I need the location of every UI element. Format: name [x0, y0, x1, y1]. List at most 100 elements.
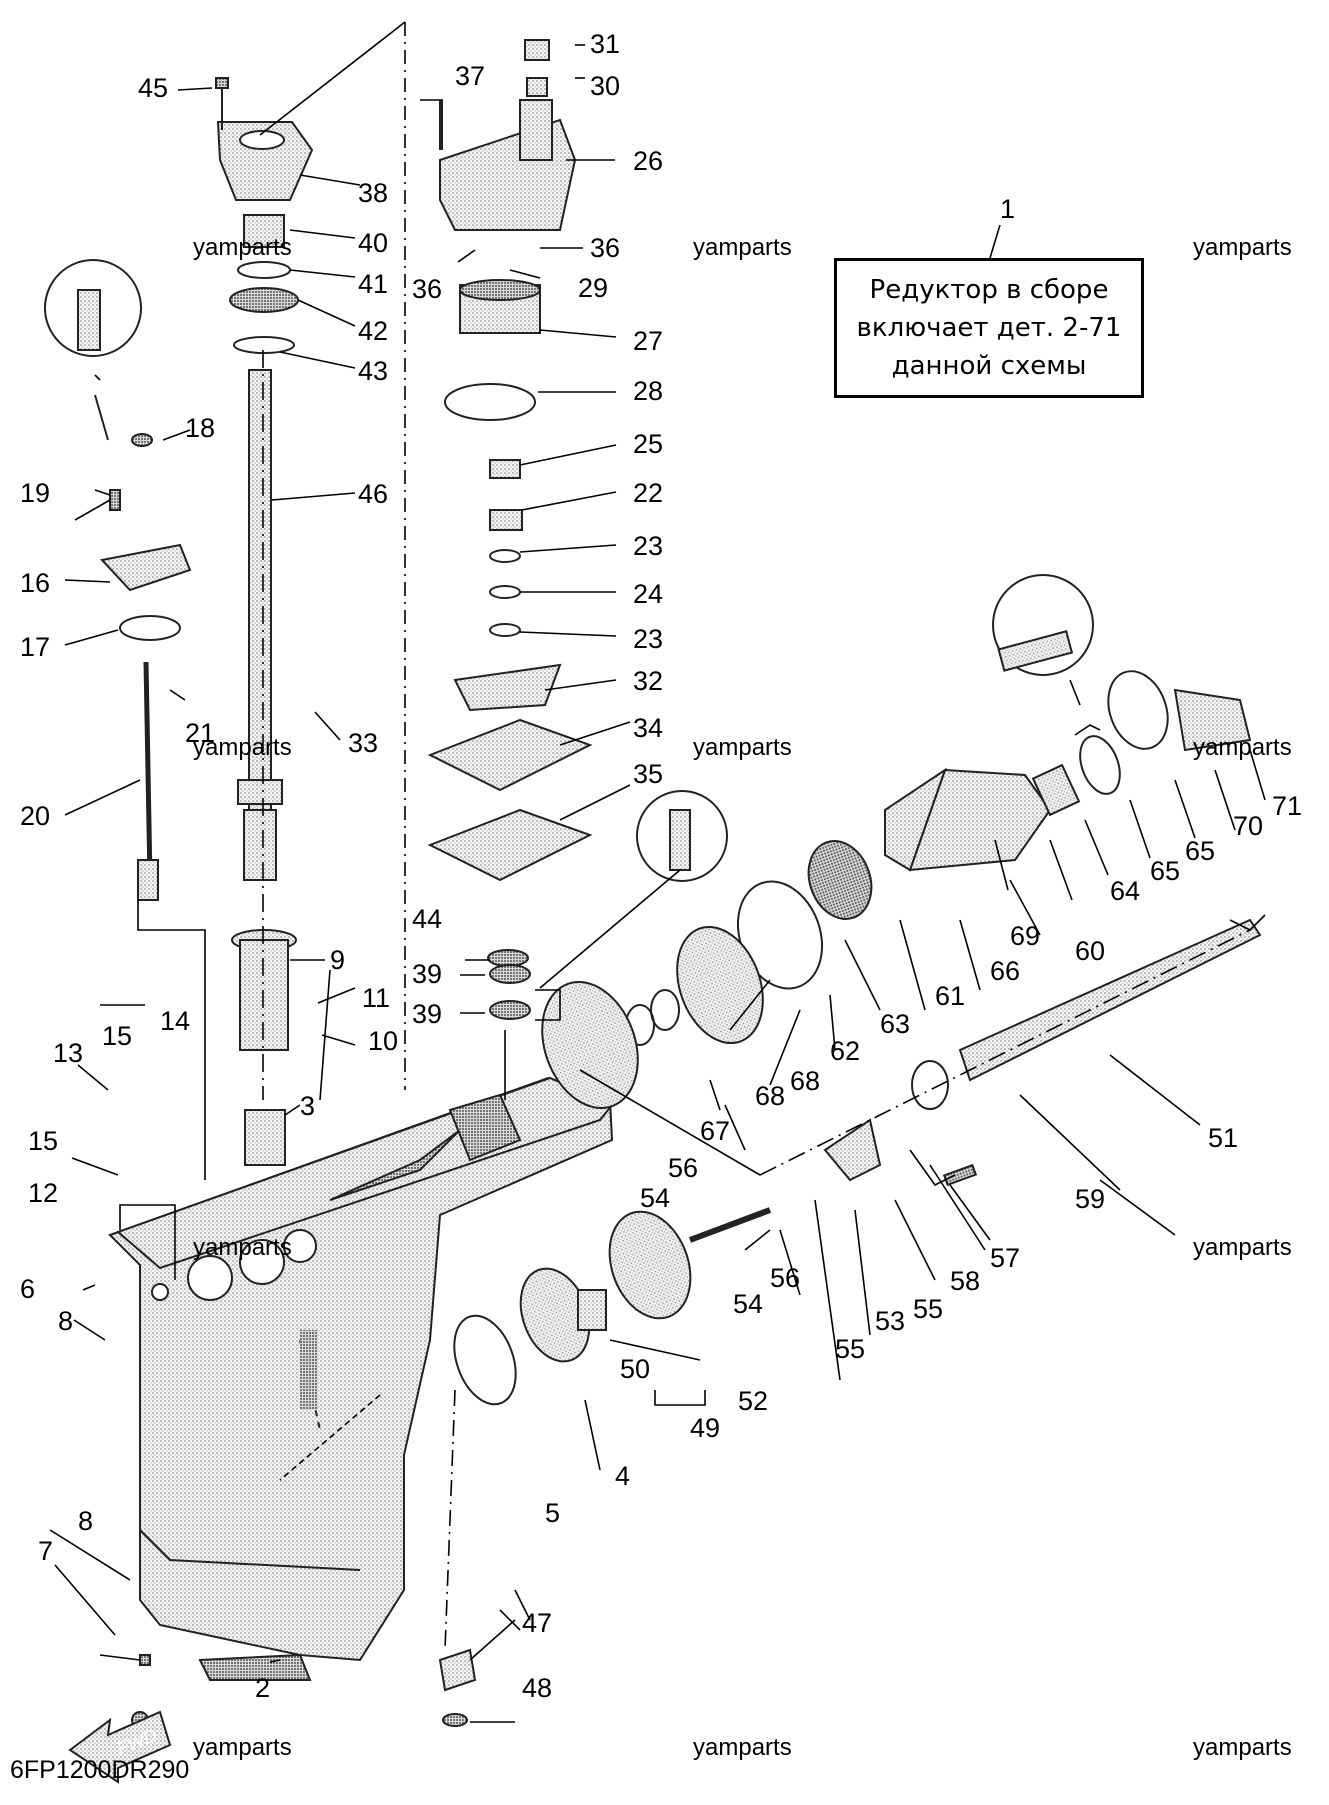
callout-51: 51 — [1208, 1123, 1238, 1153]
callout-53: 53 — [875, 1306, 905, 1336]
callout-49: 49 — [690, 1413, 720, 1443]
callout-27: 27 — [633, 326, 663, 356]
callout-44: 44 — [412, 904, 442, 934]
callout-54a: 54 — [640, 1183, 670, 1213]
callout-12: 12 — [28, 1178, 58, 1208]
callout-50: 50 — [620, 1354, 650, 1384]
callout-9: 9 — [330, 945, 345, 975]
callout-10: 10 — [368, 1026, 398, 1056]
callout-66: 66 — [990, 956, 1020, 986]
callout-20: 20 — [20, 801, 50, 831]
callout-56a: 56 — [668, 1153, 698, 1183]
propeller-shaft-group — [131, 670, 1262, 1729]
watermark-text: yamparts — [193, 234, 292, 261]
callout-15b: 15 — [28, 1126, 58, 1156]
callout-23b: 23 — [633, 624, 663, 654]
callout-14: 14 — [160, 1006, 190, 1036]
callout-52: 52 — [738, 1386, 768, 1416]
callout-45: 45 — [138, 73, 168, 103]
callout-37: 37 — [455, 61, 485, 91]
callout-58: 58 — [950, 1266, 980, 1296]
callout-28: 28 — [633, 376, 663, 406]
callout-18: 18 — [185, 413, 215, 443]
callout-7: 7 — [38, 1536, 53, 1566]
callout-71: 71 — [1272, 791, 1302, 821]
callout-24: 24 — [633, 579, 663, 609]
drive-shaft-group — [215, 77, 314, 1166]
callout-59: 59 — [1075, 1184, 1105, 1214]
callout-62: 62 — [830, 1036, 860, 1066]
callout-60: 60 — [1075, 936, 1105, 966]
callout-5: 5 — [545, 1498, 560, 1528]
callout-65a: 65 — [1150, 856, 1180, 886]
water-pump-group — [427, 39, 593, 1020]
callout-63: 63 — [880, 1009, 910, 1039]
watermark-text: yamparts — [1193, 234, 1292, 261]
callout-21: 21 — [185, 718, 215, 748]
callout-4: 4 — [615, 1461, 630, 1491]
callout-39b: 39 — [412, 999, 442, 1029]
watermark-text: yamparts — [1193, 1234, 1292, 1261]
callout-55a: 55 — [835, 1334, 865, 1364]
callout-29: 29 — [578, 273, 608, 303]
callout-54b: 54 — [733, 1289, 763, 1319]
note-line: данной схемы — [891, 351, 1087, 381]
watermark-text: yamparts — [193, 1234, 292, 1261]
callout-40: 40 — [358, 228, 388, 258]
watermark-text: yamparts — [693, 734, 792, 761]
callout-6: 6 — [20, 1274, 35, 1304]
callout-34: 34 — [633, 713, 663, 743]
detail-circles — [636, 574, 1094, 882]
callout-67: 67 — [700, 1116, 730, 1146]
callout-38: 38 — [358, 178, 388, 208]
callout-labels: 1 2 3 4 5 6 7 8 8 9 10 11 12 13 14 15 15… — [20, 29, 1302, 1703]
diagram-code: 6FP1200DR290 — [10, 1756, 189, 1784]
watermark-text: yamparts — [193, 1734, 292, 1761]
callout-42: 42 — [358, 316, 388, 346]
callout-33: 33 — [348, 728, 378, 758]
callout-35: 35 — [633, 759, 663, 789]
callout-61: 61 — [935, 981, 965, 1011]
watermark-text: yamparts — [193, 734, 292, 761]
callout-68b: 68 — [790, 1066, 820, 1096]
callout-47: 47 — [522, 1608, 552, 1638]
callout-55b: 55 — [913, 1294, 943, 1324]
callout-69: 69 — [1010, 921, 1040, 951]
callout-65b: 65 — [1185, 836, 1215, 866]
callout-39a: 39 — [412, 959, 442, 989]
callout-30: 30 — [590, 71, 620, 101]
watermark-text: yamparts — [693, 234, 792, 261]
callout-3: 3 — [300, 1091, 315, 1121]
callout-19: 19 — [20, 478, 50, 508]
callout-2: 2 — [255, 1673, 270, 1703]
watermark-text: yamparts — [693, 1734, 792, 1761]
callout-13: 13 — [53, 1038, 83, 1068]
callout-36b: 36 — [590, 233, 620, 263]
callout-70: 70 — [1233, 811, 1263, 841]
callout-8a: 8 — [58, 1306, 73, 1336]
fwd-arrow: FWD — [68, 1710, 172, 1784]
callout-25: 25 — [633, 429, 663, 459]
watermark-text: yamparts — [1193, 1734, 1292, 1761]
callout-23a: 23 — [633, 531, 663, 561]
callout-16: 16 — [20, 568, 50, 598]
callout-11: 11 — [362, 983, 390, 1013]
note-line: включает дет. 2-71 — [856, 313, 1122, 343]
note-line: Редуктор в сборе — [869, 275, 1109, 305]
callout-43: 43 — [358, 356, 388, 386]
callout-68a: 68 — [755, 1081, 785, 1111]
watermarks: yamparts yamparts yamparts yamparts yamp… — [193, 234, 1292, 1761]
callout-41: 41 — [358, 269, 388, 299]
callout-22: 22 — [633, 478, 663, 508]
callout-1: 1 — [1000, 194, 1015, 224]
callout-32: 32 — [633, 666, 663, 696]
callout-48: 48 — [522, 1673, 552, 1703]
callout-15a: 15 — [102, 1021, 132, 1051]
assembly-note-box: Редуктор в сборе включает дет. 2-71 данн… — [834, 258, 1144, 398]
shift-rod-group — [44, 259, 192, 901]
watermark-text: yamparts — [1193, 734, 1292, 761]
leader-lines — [49, 21, 1266, 1723]
callout-64: 64 — [1110, 876, 1140, 906]
